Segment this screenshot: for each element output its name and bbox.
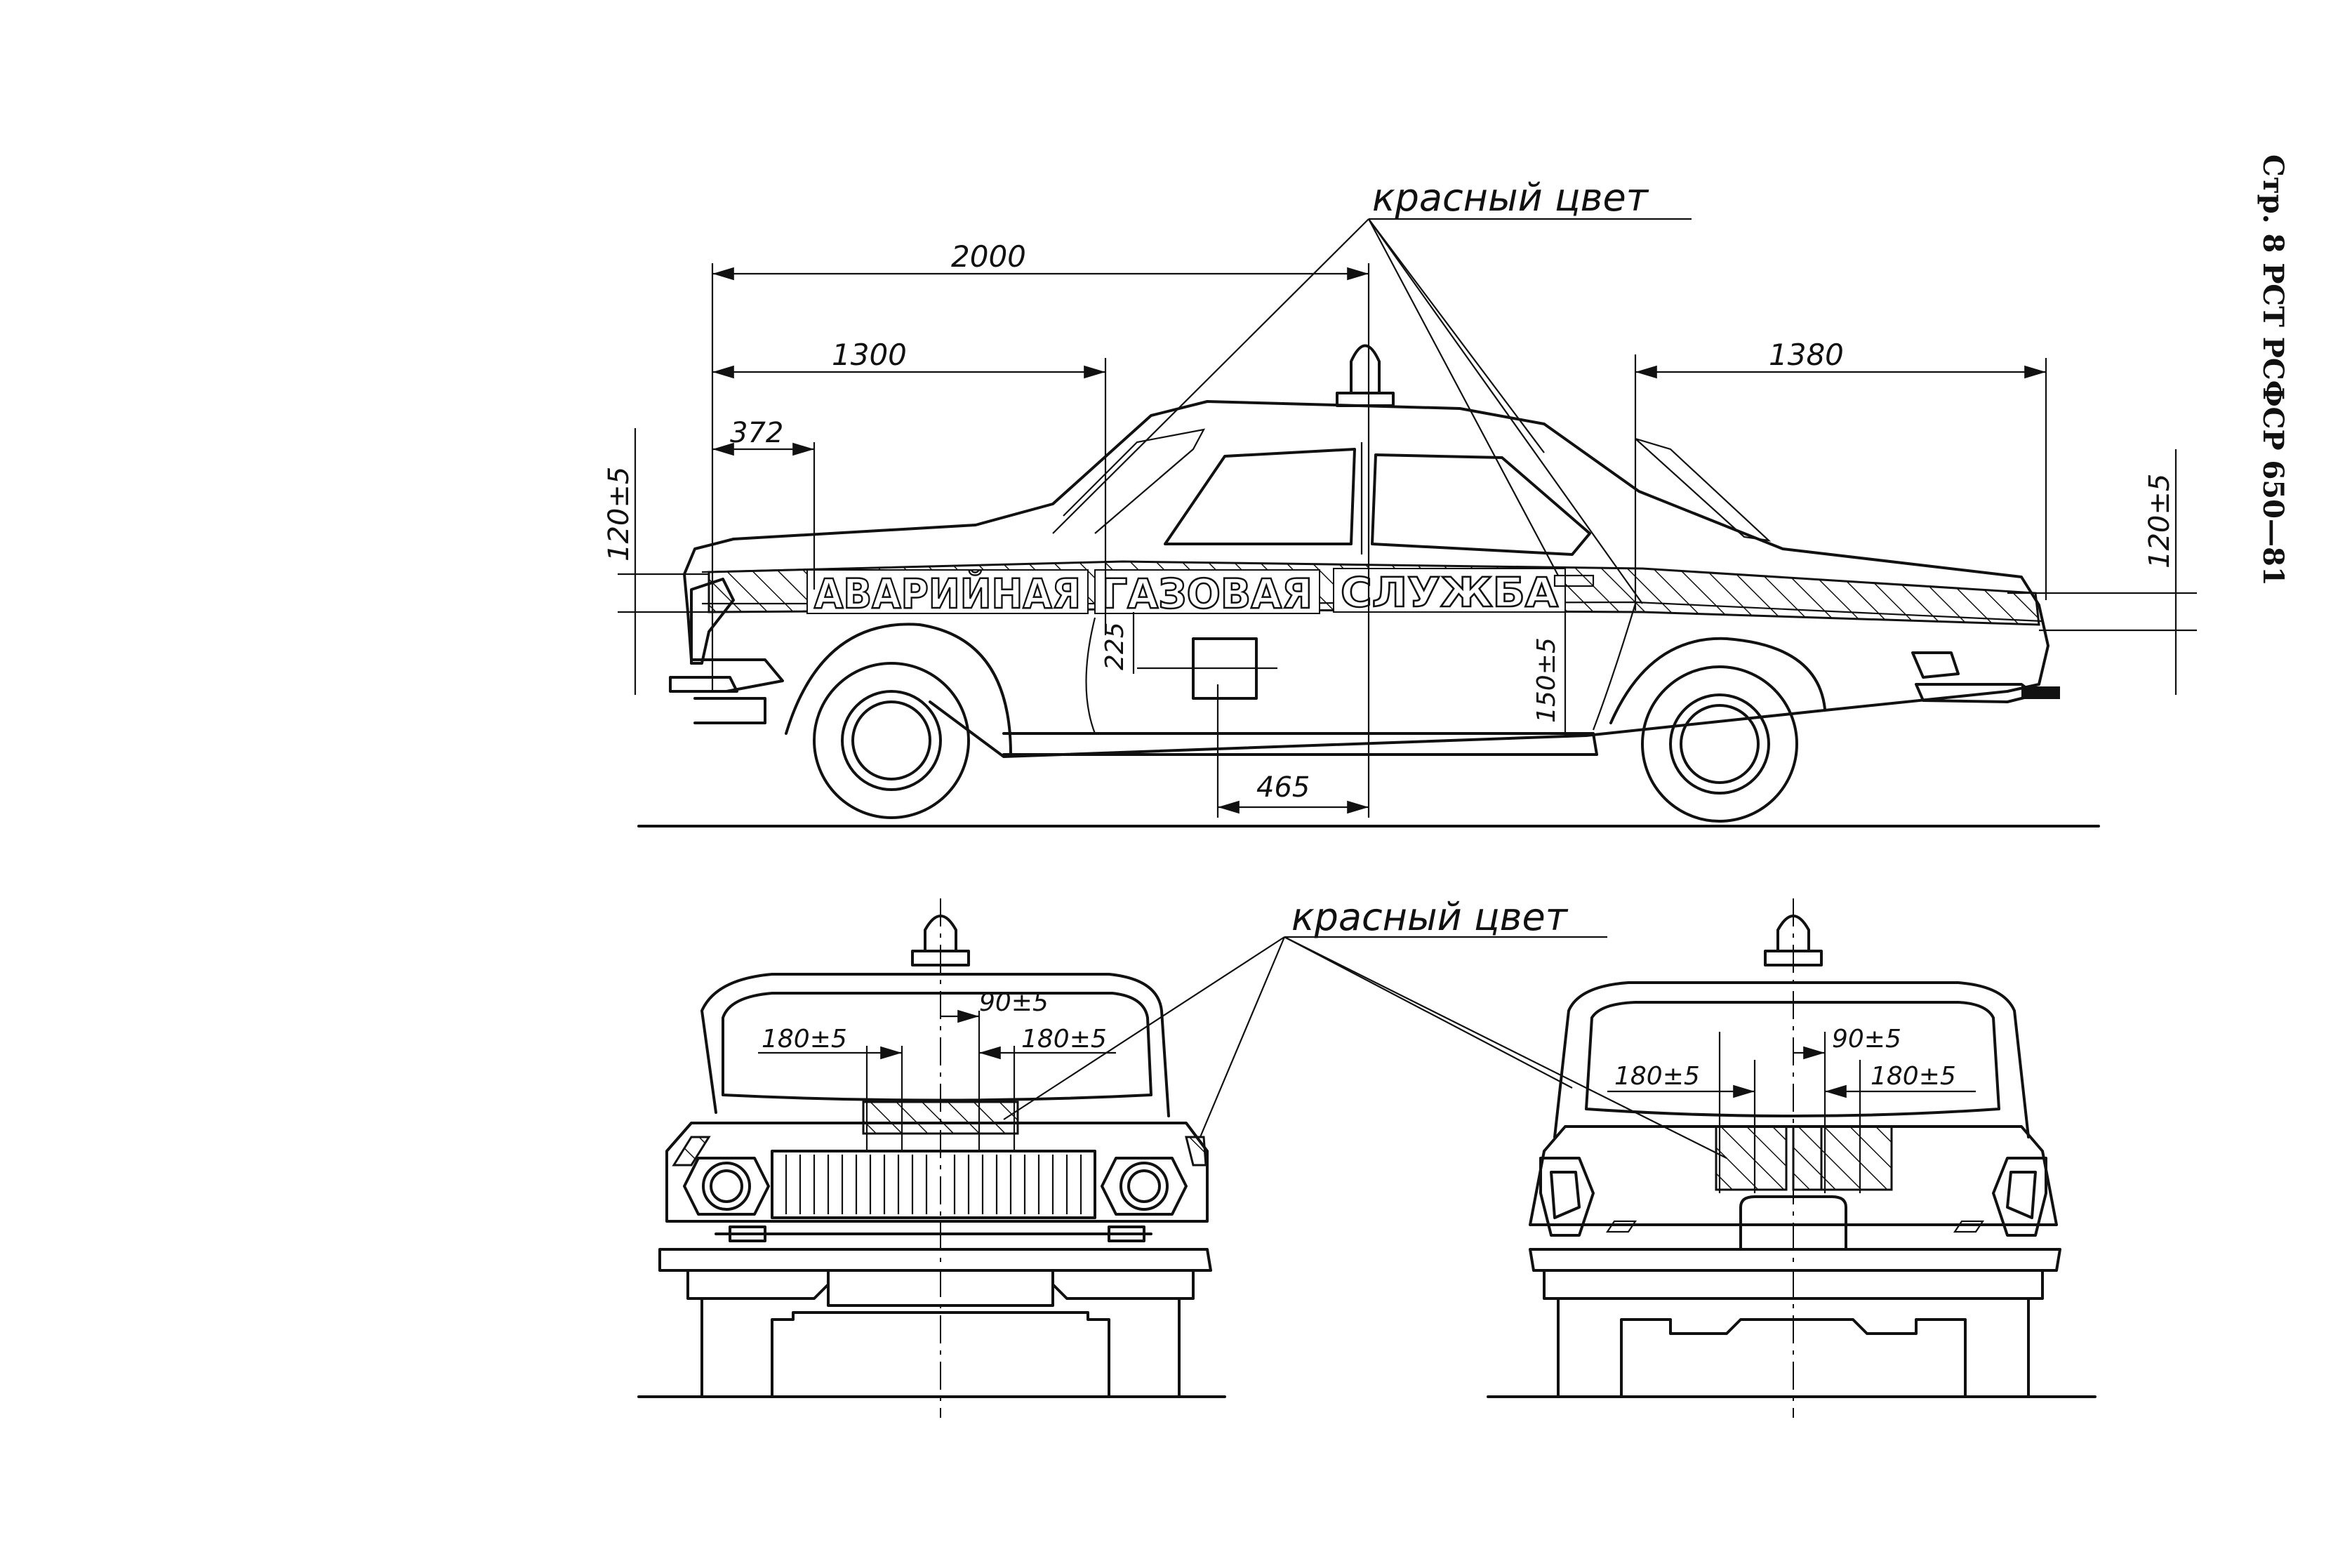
tail-light-right	[1992, 1157, 2047, 1237]
front-dim-180-right: 180±5	[1021, 1025, 1107, 1054]
front-view: 180±5 90±5 180±5 красный цвет	[637, 895, 1607, 1418]
rear-dim-180-left: 180±5	[1614, 1062, 1700, 1091]
rear-dim-90: 90±5	[1832, 1025, 1901, 1054]
dim-120-front: 120±5	[603, 467, 635, 562]
dim-372: 372	[730, 417, 783, 449]
lettering-word-2: ГАЗОВАЯ	[1102, 570, 1313, 618]
rear-view: 180±5 90±5 180±5	[1284, 898, 2097, 1418]
front-window	[1164, 448, 1356, 545]
rear-window	[1371, 453, 1591, 556]
headlight-right	[1101, 1157, 1188, 1216]
front-windshield	[722, 992, 1152, 1102]
stripe-lettering: АВАРИЙНАЯ ГАЗОВАЯ СЛУЖБА	[806, 568, 1566, 618]
front-grille	[690, 578, 735, 665]
rear-wheel	[1641, 665, 1798, 823]
dim-150: 150±5	[1532, 637, 1561, 723]
page-header: Стр. 8 РСТ РСФСР 650—81	[2257, 154, 2290, 586]
dim-1380: 1380	[1769, 338, 1844, 372]
headlight-left	[683, 1157, 770, 1216]
front-beacon	[924, 915, 957, 952]
dim-120-rear: 120±5	[2144, 474, 2176, 569]
plate-recess	[1739, 1195, 1847, 1251]
rear-window-view	[1585, 1001, 2000, 1117]
dim-2000: 2000	[951, 239, 1026, 274]
front-dim-90: 90±5	[979, 988, 1049, 1017]
dim-1300: 1300	[832, 338, 907, 372]
side-view: АВАРИЙНАЯ ГАЗОВАЯ СЛУЖБА	[603, 175, 2197, 828]
rear-dim-180-right: 180±5	[1871, 1062, 1956, 1091]
dim-225: 225	[1101, 622, 1129, 670]
front-dim-180-left: 180±5	[762, 1025, 847, 1054]
lettering-word-1: АВАРИЙНАЯ	[814, 569, 1081, 618]
tail-light-left	[1539, 1157, 1595, 1237]
roof-beacon	[1350, 344, 1381, 394]
front-wheel	[813, 662, 970, 819]
front-color-note: красный цвет	[1291, 895, 1569, 939]
side-color-note: красный цвет	[1372, 175, 1649, 220]
front-grille-view	[771, 1150, 1096, 1219]
dim-465: 465	[1256, 771, 1310, 804]
lettering-word-3: СЛУЖБА	[1341, 569, 1558, 616]
rear-beacon	[1776, 915, 1810, 952]
